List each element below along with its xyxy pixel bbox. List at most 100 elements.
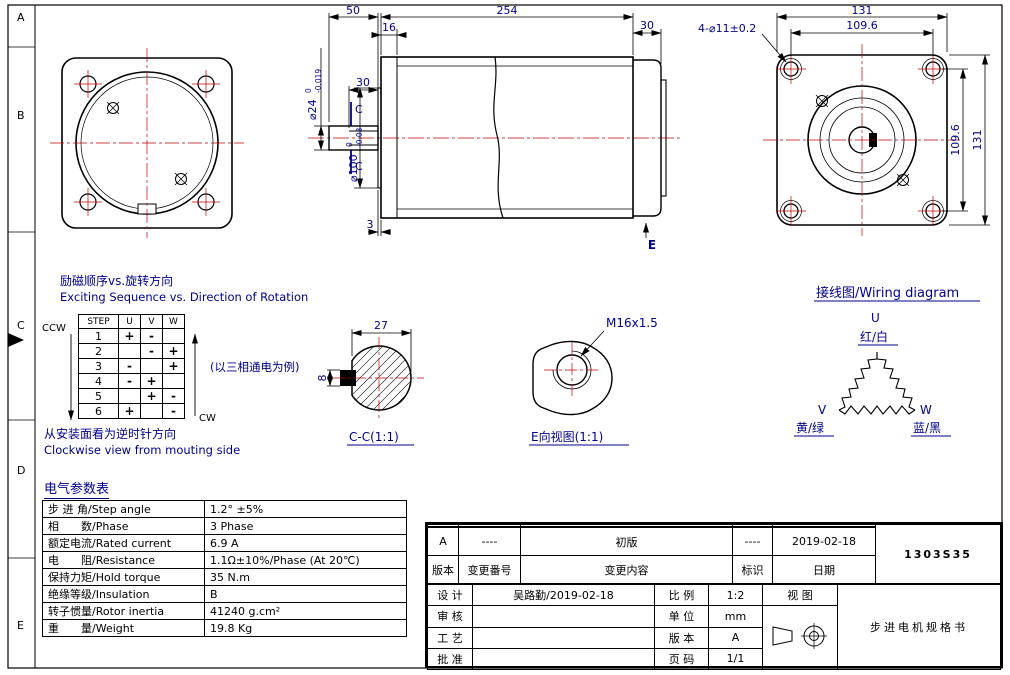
dim-body-length: 254 bbox=[497, 4, 518, 17]
dim-pilot-diameter: ⌀100 0 -0.03 bbox=[345, 127, 364, 182]
excitation-row: 3-+ bbox=[78, 358, 185, 374]
step-cell: 1 bbox=[78, 328, 119, 344]
cc-centerlines bbox=[333, 337, 424, 421]
delta-windings bbox=[838, 352, 916, 415]
param-value: B bbox=[204, 585, 407, 603]
param-value: 19.8 Kg bbox=[204, 619, 407, 637]
rev-header-content: 变更内容 bbox=[520, 555, 733, 584]
phase-cell: + bbox=[162, 358, 185, 374]
dim-rear-width: 131 bbox=[852, 4, 873, 17]
wire-color-underlines bbox=[794, 344, 951, 437]
zone-letter: E bbox=[17, 619, 24, 632]
winding-u-w bbox=[876, 352, 916, 411]
screw-heads bbox=[106, 101, 188, 186]
dim-cap-width: 30 bbox=[640, 19, 654, 32]
excitation-title-cn: 励磁顺序vs.旋转方向 bbox=[60, 274, 174, 288]
dim-hole-callout: 4-⌀11±0.2 bbox=[698, 22, 756, 35]
process-value bbox=[472, 626, 655, 649]
design-label: 设 计 bbox=[427, 583, 473, 607]
e-view-mark: E bbox=[648, 238, 656, 252]
rev-header-version: 版本 bbox=[427, 555, 459, 584]
left-centering-mark bbox=[8, 333, 24, 347]
projection-symbol bbox=[772, 623, 827, 650]
phase-cell bbox=[162, 328, 185, 344]
excitation-row: 2-+ bbox=[78, 343, 185, 359]
phase-cell: - bbox=[118, 358, 141, 374]
projection-symbol-cell bbox=[762, 605, 838, 670]
phase-cell bbox=[140, 403, 163, 419]
zone-letter: C bbox=[17, 319, 25, 332]
param-value: 1.2° ±5% bbox=[204, 500, 407, 518]
motor-front-view bbox=[50, 48, 244, 238]
param-label: 额定电流/Rated current bbox=[42, 534, 205, 552]
pilot-tol-lo: -0.03 bbox=[355, 127, 364, 147]
terminal-v: V bbox=[818, 403, 827, 417]
step-cell: 2 bbox=[78, 343, 119, 359]
col-header-u: U bbox=[118, 314, 141, 329]
param-value: 3 Phase bbox=[204, 517, 407, 535]
electrical-table-title: 电气参数表 bbox=[44, 478, 110, 499]
phase-cell: + bbox=[162, 343, 185, 359]
version-value: A bbox=[708, 626, 763, 649]
process-label: 工 艺 bbox=[427, 626, 473, 649]
shaft-tol-hi: 0 bbox=[304, 88, 313, 93]
param-label: 电 阻/Resistance bbox=[42, 551, 205, 569]
phase-cell: - bbox=[162, 388, 185, 404]
excitation-note: (以三相通电为例) bbox=[210, 360, 300, 374]
col-header-step: STEP bbox=[78, 314, 119, 329]
cc-text: 27 8 C-C(1:1) bbox=[316, 319, 399, 444]
dim-front-width: 16 bbox=[382, 21, 396, 34]
side-view-dimensions bbox=[314, 13, 662, 238]
thread-callout: M16x1.5 bbox=[606, 316, 658, 330]
excitation-row: 4-+ bbox=[78, 373, 185, 389]
phase-cell: - bbox=[118, 373, 141, 389]
document-title: 步进电机规格书 bbox=[837, 584, 1001, 670]
zone-letter: A bbox=[17, 11, 25, 24]
thread-leader bbox=[580, 330, 605, 357]
page-value: 1/1 bbox=[708, 647, 763, 671]
eview-text: M16x1.5 E向视图(1:1) bbox=[531, 316, 658, 444]
rotation-direction-arrows: CCW CW bbox=[42, 323, 216, 424]
terminal-w: W bbox=[920, 403, 932, 417]
phase-cell bbox=[118, 388, 141, 404]
section-mark-top: C bbox=[355, 103, 363, 116]
rev-change-no: ---- bbox=[458, 527, 521, 557]
winding-v-w bbox=[838, 405, 916, 415]
pilot-tol-hi: 0 bbox=[345, 142, 354, 147]
param-value: 41240 g.cm² bbox=[204, 602, 407, 620]
param-value: 35 N.m bbox=[204, 568, 407, 586]
rev-mark: ---- bbox=[732, 527, 773, 557]
pilot-dia-value: ⌀100 bbox=[347, 154, 360, 182]
wire-color-w: 蓝/黑 bbox=[913, 421, 941, 435]
dim-shaft-diameter: ⌀24 0 -0.019 bbox=[304, 69, 323, 120]
zone-letters: A B C D E bbox=[17, 11, 25, 632]
front-centerlines bbox=[50, 48, 244, 238]
phase-cell: + bbox=[118, 403, 141, 419]
phase-cell bbox=[162, 373, 185, 389]
rear-screw-heads bbox=[815, 94, 910, 187]
revision-table: 1303S35 A ---- 初版 ---- 2019-02-18 版本 变更番… bbox=[427, 524, 1001, 584]
phase-cell: + bbox=[140, 373, 163, 389]
rev-date: 2019-02-18 bbox=[772, 527, 876, 557]
unit-value: mm bbox=[708, 605, 763, 628]
dim-hole-span: 109.6 bbox=[846, 19, 878, 32]
motor-rear-view bbox=[763, 44, 960, 236]
page-label: 页 码 bbox=[654, 647, 709, 671]
approve-value bbox=[472, 647, 655, 671]
cc-dimension-lines bbox=[327, 329, 412, 387]
lead-wire bbox=[493, 56, 504, 219]
eview-centerlines bbox=[544, 342, 601, 399]
excitation-row: 5+- bbox=[78, 388, 185, 404]
motor-body bbox=[380, 56, 634, 219]
terminal-u: U bbox=[871, 311, 880, 325]
phase-cell bbox=[140, 358, 163, 374]
param-value: 6.9 A bbox=[204, 534, 407, 552]
phase-cell: + bbox=[140, 388, 163, 404]
